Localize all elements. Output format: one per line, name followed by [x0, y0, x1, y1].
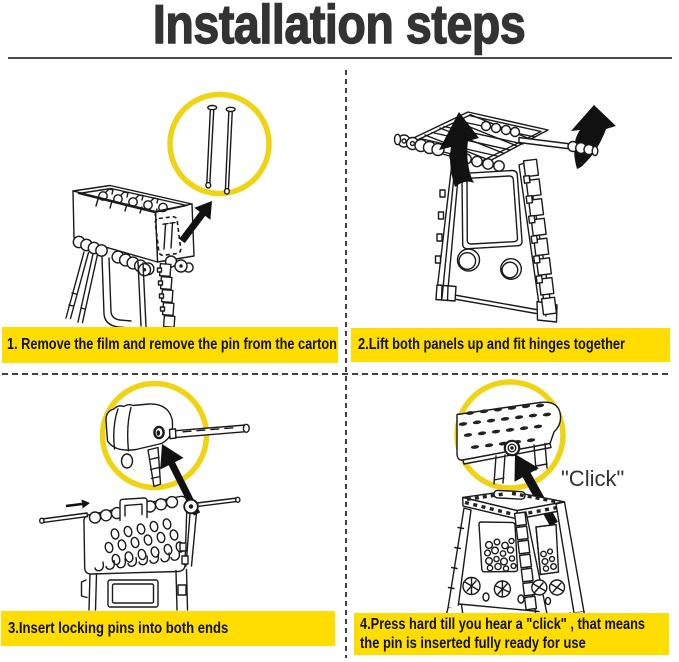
svg-text:"Click": "Click": [561, 466, 624, 491]
